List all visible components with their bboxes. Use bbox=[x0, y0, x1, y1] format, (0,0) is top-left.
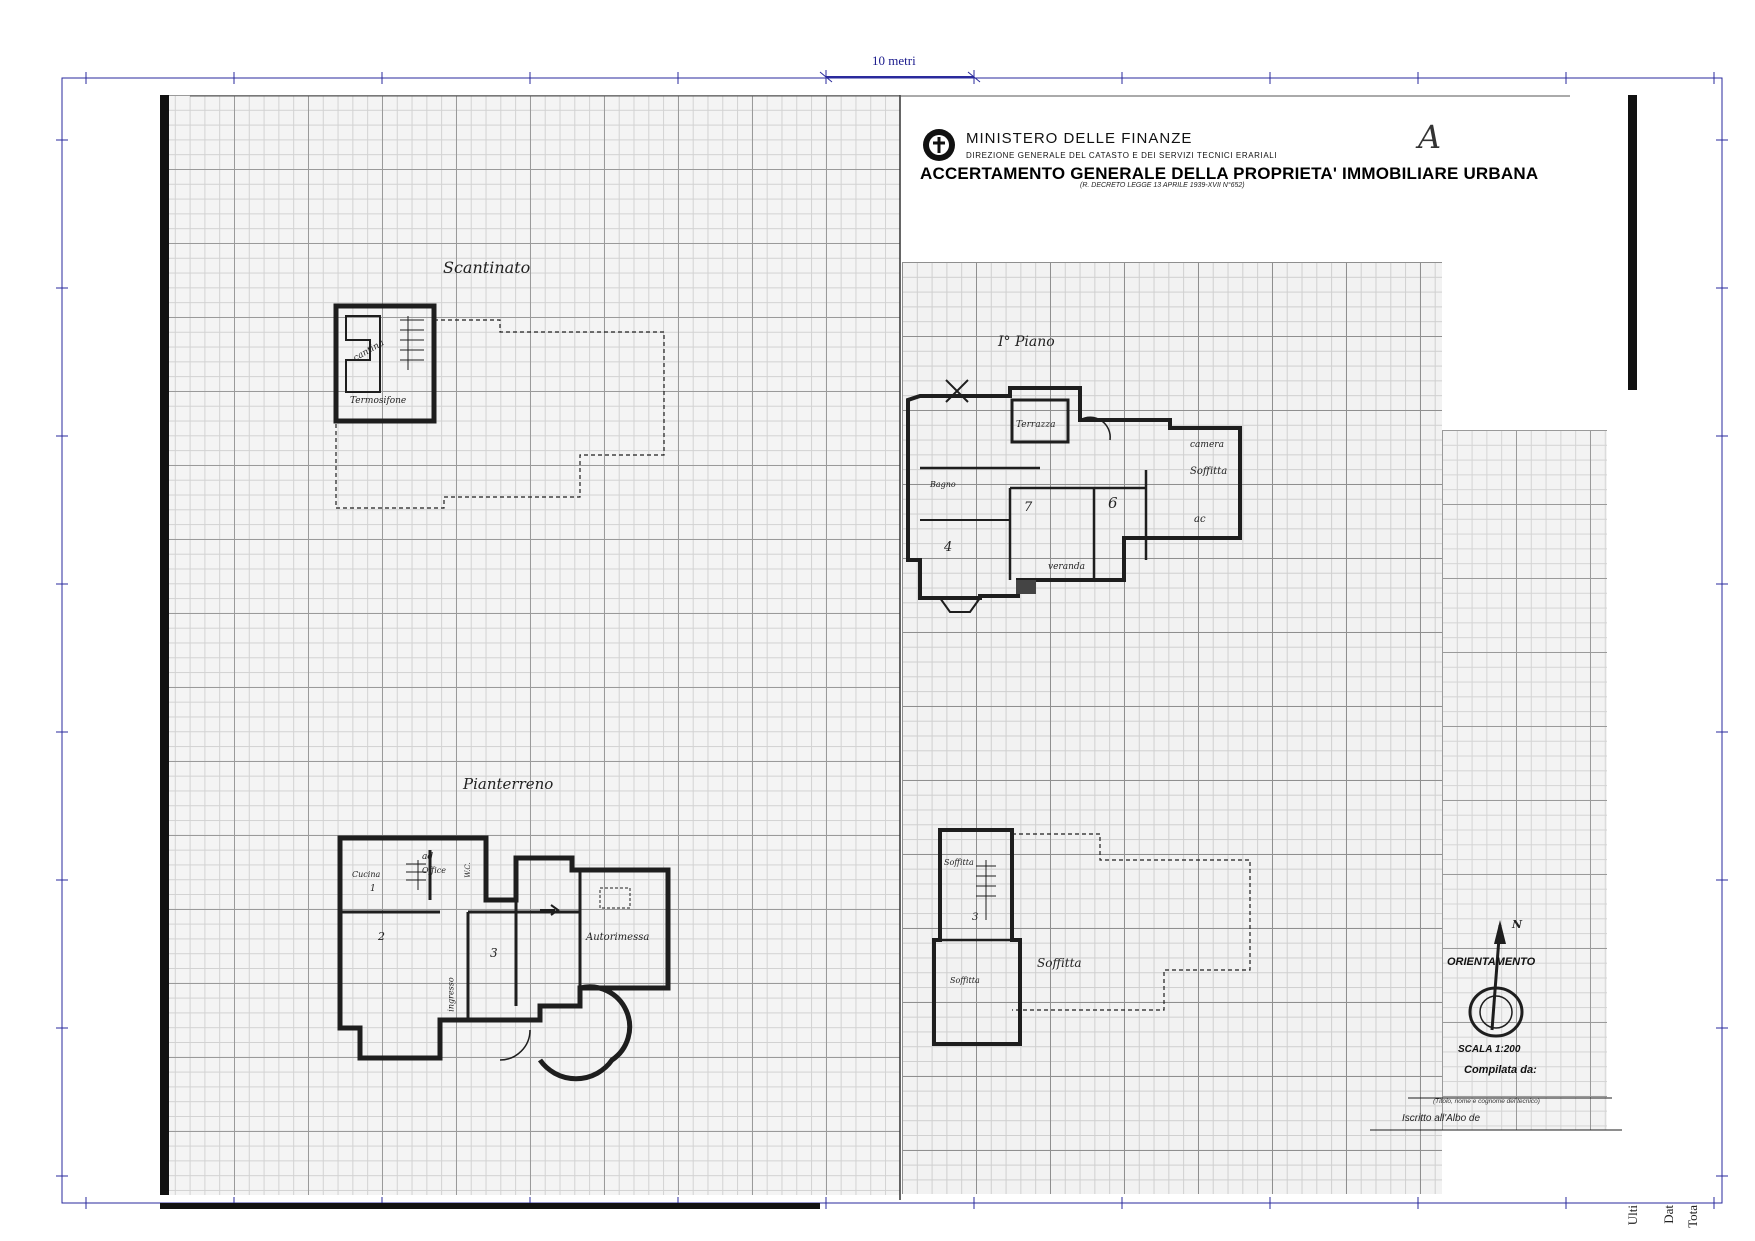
room-label: Bagno bbox=[930, 480, 956, 489]
basement-plan bbox=[333, 303, 665, 509]
handwritten-mark: A bbox=[1418, 118, 1442, 156]
room-label: Autorimessa bbox=[586, 932, 650, 943]
attic-plan bbox=[932, 828, 1251, 1046]
direction-line: DIREZIONE GENERALE DEL CATASTO E DEI SER… bbox=[966, 151, 1278, 160]
room-number: 4 bbox=[944, 540, 953, 555]
register-label: Iscritto all'Albo de bbox=[1402, 1113, 1481, 1124]
ministry-name: MINISTERO DELLE FINANZE bbox=[966, 130, 1193, 147]
room-number: 2 bbox=[378, 930, 385, 943]
first-floor-plan bbox=[906, 379, 1242, 613]
north-label: N bbox=[1512, 918, 1523, 931]
right-ticks bbox=[1716, 139, 1728, 1177]
header-box bbox=[905, 108, 1445, 262]
scale-label: SCALA 1:200 bbox=[1458, 1044, 1521, 1055]
first-floor-title: I° Piano bbox=[998, 334, 1055, 350]
room-label: ingresso bbox=[446, 977, 456, 1012]
ministry-emblem-icon bbox=[923, 129, 955, 161]
left-scan-edge bbox=[160, 95, 169, 1195]
left-scan-sheet bbox=[160, 95, 900, 1195]
room-label: Soffitta bbox=[944, 858, 974, 867]
side-text: Dat bbox=[1661, 1205, 1676, 1224]
room-label: Termosifone bbox=[350, 396, 407, 406]
room-label: veranda bbox=[1048, 562, 1086, 572]
orientation-label: ORIENTAMENTO bbox=[1447, 956, 1536, 968]
survey-title: ACCERTAMENTO GENERALE DELLA PROPRIETA' I… bbox=[920, 164, 1539, 183]
room-label: Cucina bbox=[352, 870, 381, 879]
room-label: Office bbox=[422, 866, 446, 875]
scale-bar-label: 10 metri bbox=[872, 53, 916, 68]
north-arrow-icon bbox=[1370, 920, 1622, 1131]
side-text: Tota bbox=[1685, 1205, 1700, 1228]
decree-line: (R. DECRETO LEGGE 13 APRILE 1939-XVII N°… bbox=[1080, 182, 1245, 189]
attic-title: Soffitta bbox=[1037, 956, 1082, 970]
room-label: Soffitta bbox=[1190, 466, 1228, 477]
measurement-frame bbox=[56, 70, 1728, 1209]
basement-title: Scantinato bbox=[443, 258, 531, 277]
room-label: Terrazza bbox=[1016, 420, 1056, 430]
technician-note: (Titolo, nome e cognome del tecnico) bbox=[1433, 1098, 1540, 1105]
side-text: Ulti bbox=[1625, 1205, 1640, 1226]
room-number: 6 bbox=[1108, 494, 1118, 512]
room-label: ad bbox=[422, 852, 434, 862]
bottom-scan-edge bbox=[160, 1203, 820, 1209]
compiled-by-label: Compilata da: bbox=[1464, 1064, 1537, 1076]
room-label: Soffitta bbox=[950, 976, 980, 985]
right-scan-edge bbox=[1628, 95, 1637, 390]
ground-floor-title: Pianterreno bbox=[463, 775, 554, 793]
room-label: ac bbox=[1194, 514, 1206, 525]
right-scan-sheet bbox=[902, 262, 1442, 1194]
scale-bar bbox=[819, 70, 981, 84]
room-number: 1 bbox=[370, 884, 376, 894]
room-number: 7 bbox=[1024, 500, 1033, 515]
room-number: 3 bbox=[490, 946, 498, 960]
left-ticks bbox=[56, 139, 68, 1177]
room-number: 3 bbox=[972, 912, 979, 923]
ground-floor-plan bbox=[337, 835, 671, 1082]
room-label: camera bbox=[1190, 440, 1224, 450]
room-label: W.C. bbox=[463, 862, 472, 878]
